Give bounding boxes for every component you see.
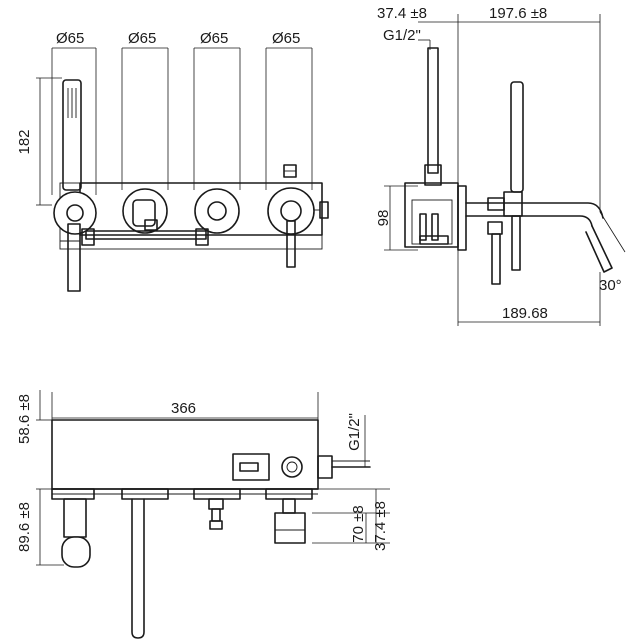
plan-right-dimensions bbox=[312, 488, 390, 544]
hand-shower-front bbox=[53, 79, 97, 292]
plan-internal-fittings bbox=[232, 453, 371, 481]
plan-width-dimension bbox=[51, 392, 319, 420]
front-height-label: 182 bbox=[16, 129, 33, 154]
mixer-rosette-front bbox=[267, 164, 329, 268]
mixer-plan bbox=[265, 488, 313, 544]
plan-mixer-depth-label: 70 ±8 bbox=[350, 505, 367, 542]
hand-shower-plan bbox=[51, 488, 95, 568]
plan-left-dimensions bbox=[36, 390, 64, 566]
plan-wall-depth-label: 58.6 ±8 bbox=[16, 394, 33, 444]
front-height-dimension bbox=[36, 77, 62, 206]
connecting-pipe-front bbox=[60, 228, 209, 246]
plan-hand-shower-depth-label: 89.6 ±8 bbox=[16, 502, 33, 552]
spout-plan bbox=[121, 488, 169, 639]
riser-nut-side bbox=[424, 164, 442, 186]
plan-view: 366 58.6 ±8 89.6 ±8 G1/2" bbox=[16, 390, 390, 639]
spout-side bbox=[465, 202, 626, 273]
side-bottom-dimension bbox=[457, 250, 601, 326]
hand-shower-side bbox=[487, 81, 524, 271]
spout-rosette-front bbox=[122, 188, 168, 234]
plan-body-box bbox=[51, 419, 319, 490]
front-diameter-label-2: Ø65 bbox=[128, 30, 156, 47]
plan-thread-label: G1/2" bbox=[346, 413, 363, 451]
front-diameter-label-1: Ø65 bbox=[56, 30, 84, 47]
front-diameter-label-3: Ø65 bbox=[200, 30, 228, 47]
riser-pipe-side bbox=[427, 47, 439, 174]
side-height-dimension bbox=[384, 185, 418, 251]
diverter-rosette-front bbox=[194, 188, 240, 234]
front-view: Ø65 Ø65 Ø65 Ø65 182 bbox=[16, 30, 329, 292]
side-wall-plate bbox=[457, 185, 467, 251]
diverter-plan bbox=[193, 488, 241, 530]
mixer-lever-side bbox=[487, 221, 503, 285]
side-angle-label: 30° bbox=[599, 277, 622, 294]
side-height-label: 98 bbox=[375, 210, 392, 227]
side-view: 37.4 ±8 197.6 ±8 G1/2" 98 bbox=[375, 5, 626, 326]
plan-width-label: 366 bbox=[171, 400, 196, 417]
plan-plate-depth-label: 37.4 ±8 bbox=[372, 501, 389, 551]
side-depth-label: 37.4 ±8 bbox=[377, 5, 427, 22]
side-body-box bbox=[404, 182, 459, 248]
side-thread-label: G1/2" bbox=[383, 27, 421, 44]
side-projection-label: 197.6 ±8 bbox=[489, 5, 547, 22]
front-diameter-label-4: Ø65 bbox=[272, 30, 300, 47]
side-spout-reach-label: 189.68 bbox=[502, 305, 548, 322]
front-diameter-dimension-lines bbox=[51, 47, 313, 195]
side-top-dimension-lines bbox=[418, 14, 601, 212]
